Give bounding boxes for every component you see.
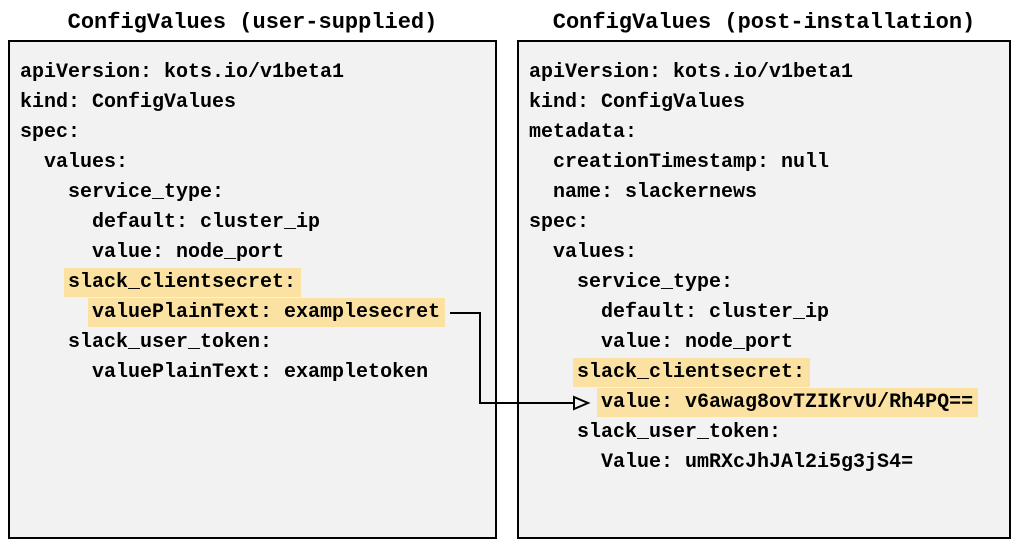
left-panel-title: ConfigValues (user-supplied) xyxy=(67,10,438,35)
code-text: creationTimestamp: null xyxy=(553,151,830,174)
code-text: name: slackernews xyxy=(553,181,758,204)
code-line: values: xyxy=(529,238,1003,268)
highlighted-code-text: slack_clientsecret: xyxy=(573,358,811,387)
code-line: Value: umRXcJhJAl2i5g3jS4= xyxy=(529,448,1003,478)
code-line: apiVersion: kots.io/v1beta1 xyxy=(20,58,489,88)
code-line: value: node_port xyxy=(20,238,489,268)
code-text: metadata: xyxy=(529,121,638,144)
code-text: default: cluster_ip xyxy=(601,301,830,324)
code-line: spec: xyxy=(529,208,1003,238)
code-line: apiVersion: kots.io/v1beta1 xyxy=(529,58,1003,88)
code-line: kind: ConfigValues xyxy=(20,88,489,118)
code-text: slack_user_token: xyxy=(577,421,782,444)
post-installation-configvalues-panel: apiVersion: kots.io/v1beta1 kind: ConfigV… xyxy=(517,40,1011,539)
code-text: value: node_port xyxy=(92,241,285,264)
code-line: value: v6awag8ovTZIKrvU/Rh4PQ== xyxy=(529,388,1003,418)
code-text: Value: umRXcJhJAl2i5g3jS4= xyxy=(601,451,914,474)
code-line: slack_clientsecret: xyxy=(20,268,489,298)
code-text: slack_user_token: xyxy=(68,331,273,354)
code-line: name: slackernews xyxy=(529,178,1003,208)
code-line: service_type: xyxy=(529,268,1003,298)
user-supplied-configvalues-panel: apiVersion: kots.io/v1beta1 kind: ConfigV… xyxy=(8,40,497,539)
code-text: default: cluster_ip xyxy=(92,211,321,234)
code-line: metadata: xyxy=(529,118,1003,148)
code-line: spec: xyxy=(20,118,489,148)
highlighted-code-text: valuePlainText: examplesecret xyxy=(88,298,446,327)
code-line: slack_user_token: xyxy=(20,328,489,358)
code-text: values: xyxy=(553,241,638,264)
code-text: service_type: xyxy=(68,181,225,204)
code-text: value: node_port xyxy=(601,331,794,354)
code-line: slack_clientsecret: xyxy=(529,358,1003,388)
code-text: spec: xyxy=(20,121,81,144)
code-text: spec: xyxy=(529,211,590,234)
code-text: valuePlainText: exampletoken xyxy=(92,361,429,384)
highlighted-code-text: value: v6awag8ovTZIKrvU/Rh4PQ== xyxy=(597,388,979,417)
code-text: service_type: xyxy=(577,271,734,294)
code-line: valuePlainText: examplesecret xyxy=(20,298,489,328)
code-line: default: cluster_ip xyxy=(529,298,1003,328)
code-line: value: node_port xyxy=(529,328,1003,358)
code-line: service_type: xyxy=(20,178,489,208)
code-line: slack_user_token: xyxy=(529,418,1003,448)
code-line: creationTimestamp: null xyxy=(529,148,1003,178)
code-text: apiVersion: kots.io/v1beta1 xyxy=(20,61,345,84)
highlighted-code-text: slack_clientsecret: xyxy=(64,268,302,297)
code-text: values: xyxy=(44,151,129,174)
code-line: values: xyxy=(20,148,489,178)
code-text: kind: ConfigValues xyxy=(529,91,746,114)
code-text: kind: ConfigValues xyxy=(20,91,237,114)
right-panel-title: ConfigValues (post-installation) xyxy=(552,10,976,35)
code-line: default: cluster_ip xyxy=(20,208,489,238)
code-line: kind: ConfigValues xyxy=(529,88,1003,118)
code-line: valuePlainText: exampletoken xyxy=(20,358,489,388)
code-text: apiVersion: kots.io/v1beta1 xyxy=(529,61,854,84)
